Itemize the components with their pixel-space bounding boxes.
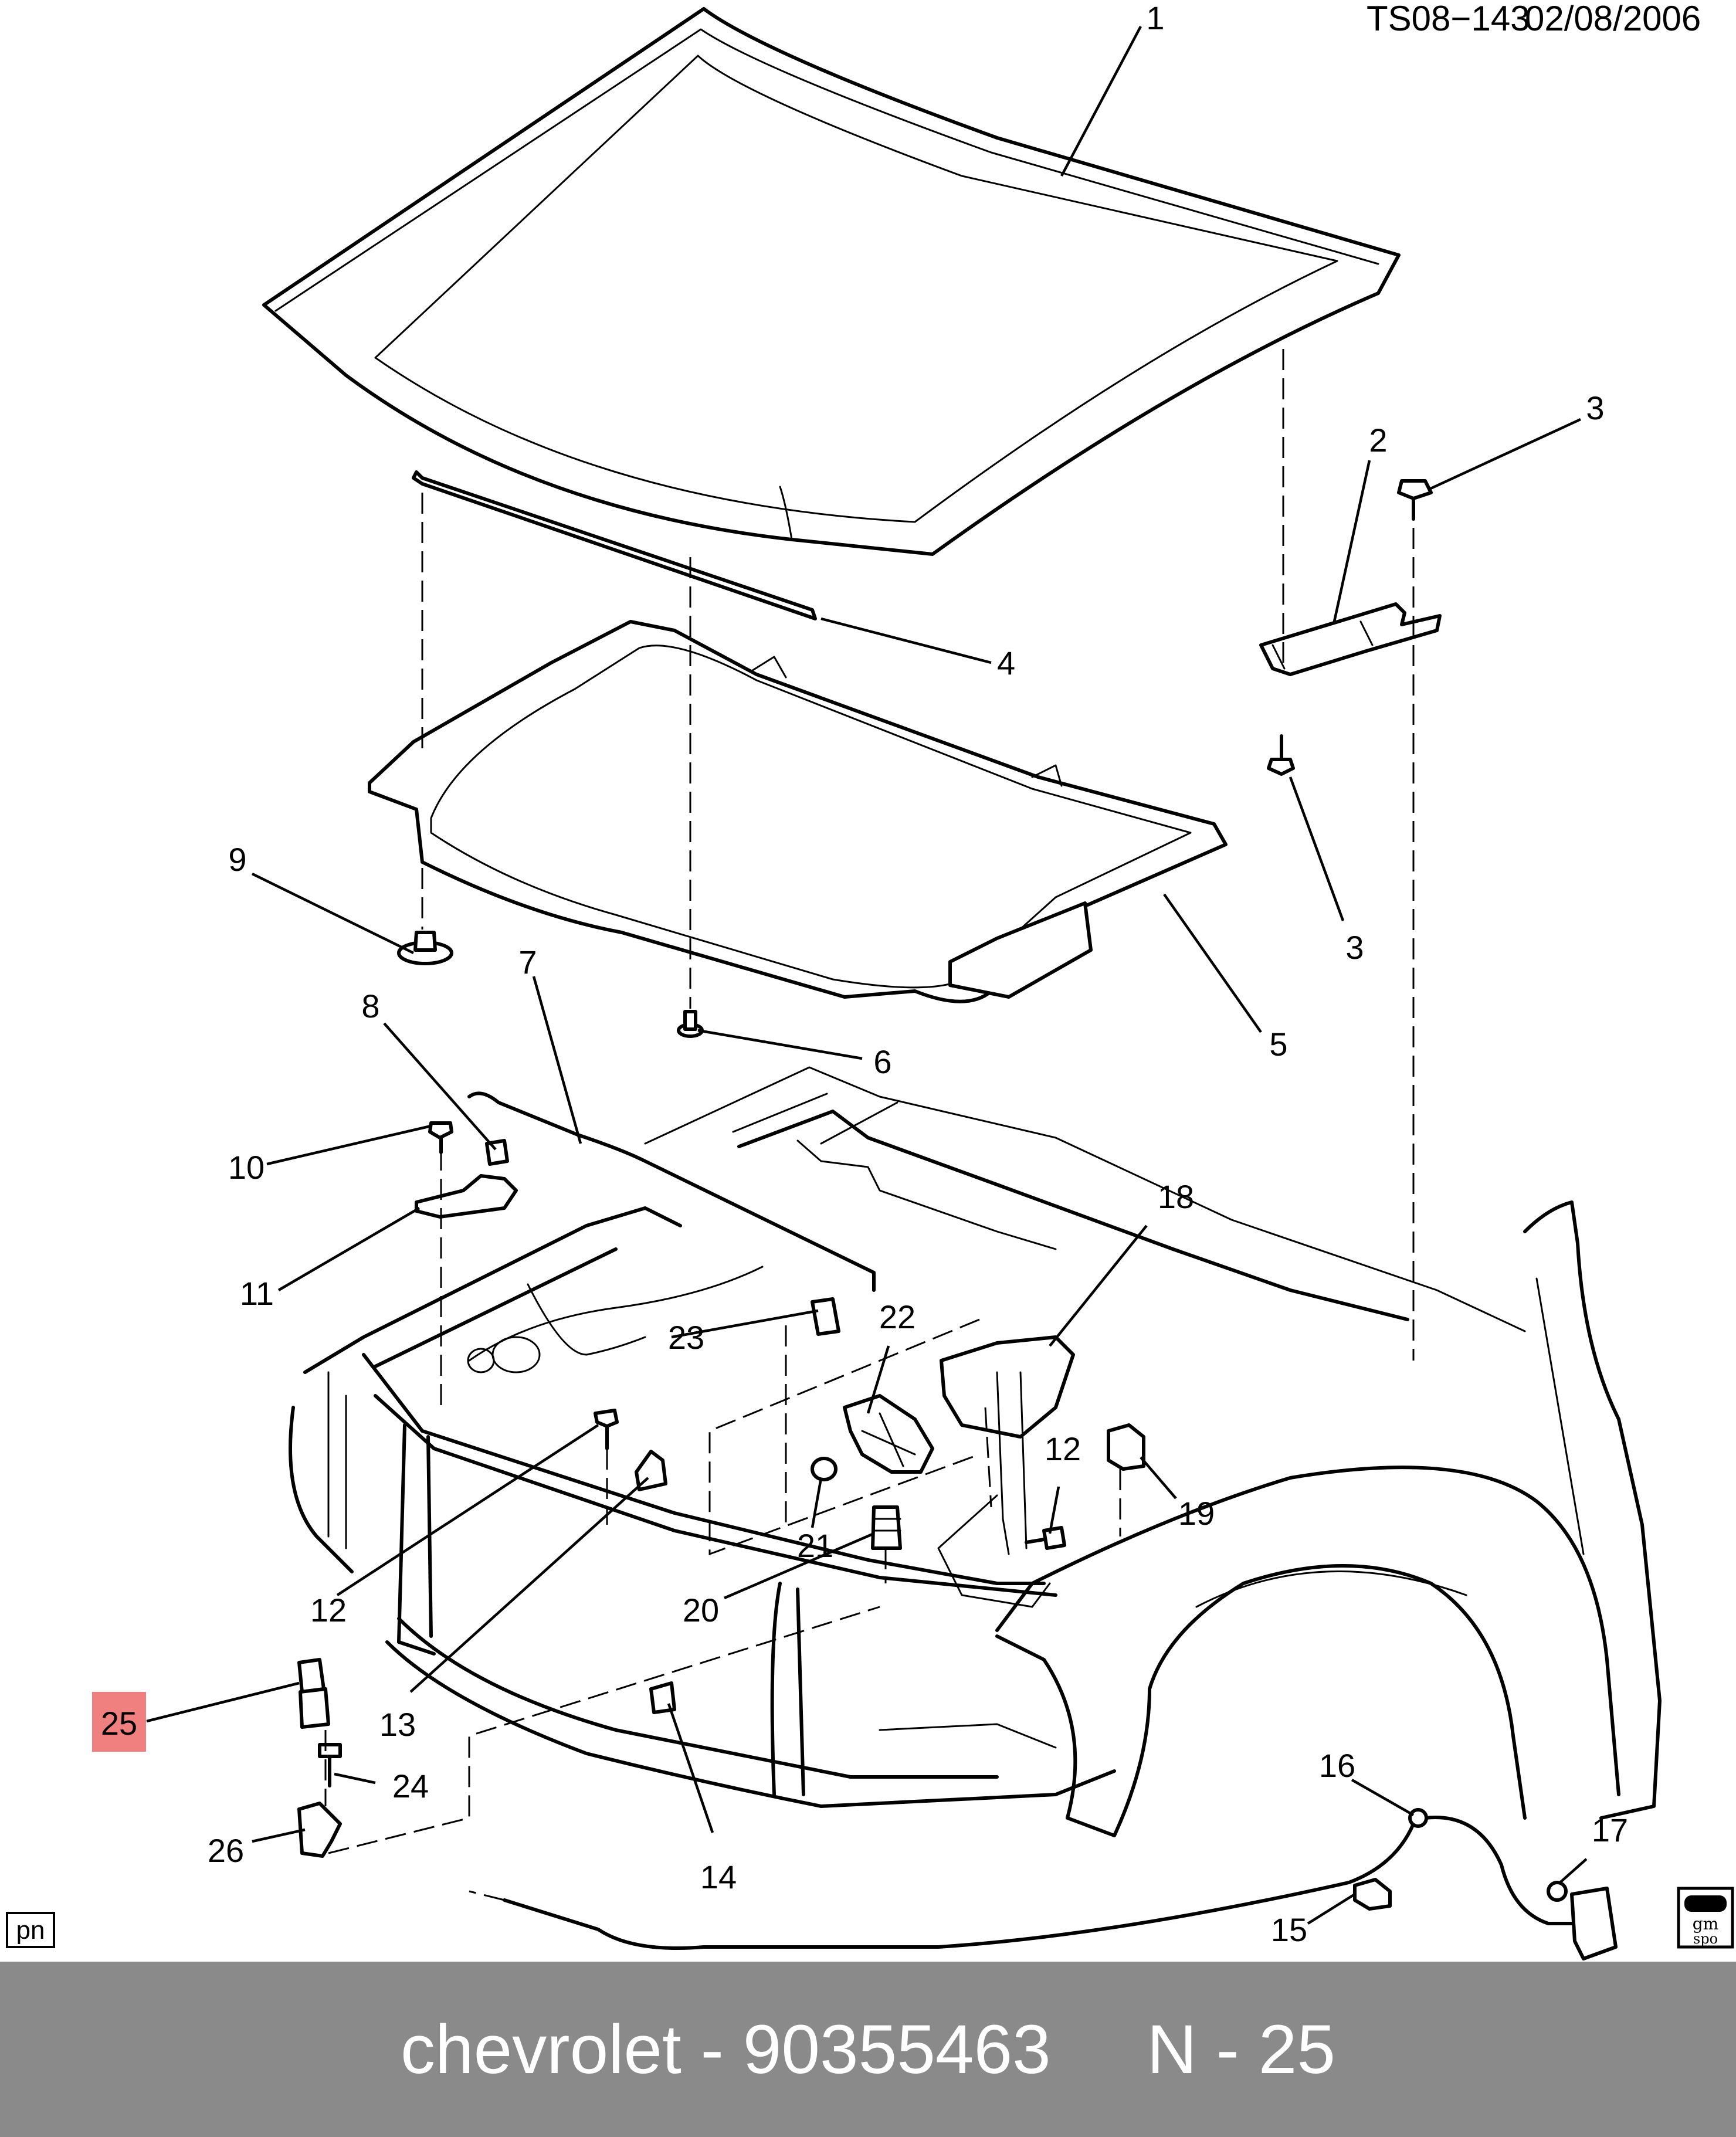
clip-15	[1353, 1878, 1392, 1911]
hood-panel	[262, 7, 1401, 556]
fastener-retainer-9	[397, 931, 453, 965]
cable-16	[503, 1808, 1579, 1950]
document-code: TS08−143	[1367, 0, 1530, 38]
hood-latch-22	[843, 1394, 934, 1474]
callout-23: 23	[668, 1319, 704, 1356]
callout-15: 15	[1271, 1911, 1307, 1948]
leader-lines	[146, 25, 1588, 1925]
bolt-12a	[594, 1409, 619, 1450]
bumper-19	[1107, 1423, 1145, 1471]
bumper-20	[871, 1505, 902, 1550]
callout-18: 18	[1158, 1178, 1194, 1215]
hood-seal	[412, 470, 817, 620]
callout-10: 10	[228, 1149, 265, 1186]
fastener-bolt-3a	[1397, 479, 1433, 521]
callout-22: 22	[879, 1298, 916, 1335]
callout-6: 6	[873, 1043, 891, 1080]
fastener-bolt-3b	[1267, 734, 1295, 776]
handle-17	[1547, 1881, 1618, 1960]
clip-23	[811, 1297, 840, 1336]
footer-bar: chevrolet - 90355463 N - 25	[0, 1962, 1736, 2137]
document-date: 02/08/2006	[1525, 0, 1701, 38]
callout-13: 13	[379, 1706, 416, 1743]
footer-part-caption: chevrolet - 90355463 N - 25	[401, 2010, 1335, 2088]
bolt-10	[428, 1121, 453, 1154]
callout-12: 12	[1045, 1430, 1081, 1467]
gm-spo-logo: gm spo	[1677, 1887, 1734, 1949]
callout-labels: 1 2 3 3 4 5 6 7 8 9 10 11 12 12 13 14 15…	[101, 0, 1628, 1948]
callout-5: 5	[1269, 1026, 1287, 1063]
svg-text:pn: pn	[16, 1916, 45, 1945]
callout-8: 8	[361, 988, 379, 1025]
pn-label: pn	[6, 1912, 55, 1948]
callout-19: 19	[1178, 1495, 1215, 1532]
callout-24: 24	[392, 1768, 429, 1804]
callout-26: 26	[208, 1832, 244, 1869]
hood-insulator	[368, 620, 1228, 1003]
highlight-25	[92, 1692, 146, 1752]
callout-16: 16	[1319, 1747, 1355, 1784]
callout-9: 9	[228, 841, 246, 878]
svg-text:spo: spo	[1693, 1931, 1718, 1947]
callout-4: 4	[997, 645, 1015, 681]
callout-17: 17	[1592, 1812, 1628, 1848]
callout-14: 14	[700, 1858, 737, 1895]
callout-21: 21	[797, 1527, 833, 1564]
nut-21	[811, 1457, 838, 1481]
cable-bracket-11	[415, 1174, 518, 1219]
callout-3: 3	[1345, 929, 1364, 966]
svg-text:gm: gm	[1693, 1914, 1718, 1934]
callout-12: 12	[310, 1592, 347, 1629]
callout-7: 7	[518, 944, 537, 981]
latch-support-18	[940, 1335, 1075, 1555]
fastener-bumper-6	[677, 1010, 704, 1038]
callout-25: 25	[101, 1705, 137, 1742]
hood-release-cable	[467, 1091, 876, 1292]
callout-11: 11	[240, 1275, 274, 1312]
assembly-centerlines	[324, 349, 1415, 1901]
bolt-24	[318, 1743, 342, 1787]
callout-3: 3	[1586, 389, 1604, 426]
parts-diagram: TS08−143 02/08/2006	[6, 0, 1734, 1960]
callout-1: 1	[1146, 0, 1164, 36]
bracket-26	[297, 1802, 342, 1858]
switch-25	[297, 1658, 330, 1729]
callout-2: 2	[1369, 422, 1387, 459]
callout-20: 20	[683, 1592, 719, 1629]
hood-hinge	[1259, 602, 1442, 676]
front-fender	[995, 1200, 1662, 1837]
front-end-structure	[289, 1066, 1526, 1808]
bolt-12b	[1025, 1526, 1066, 1550]
